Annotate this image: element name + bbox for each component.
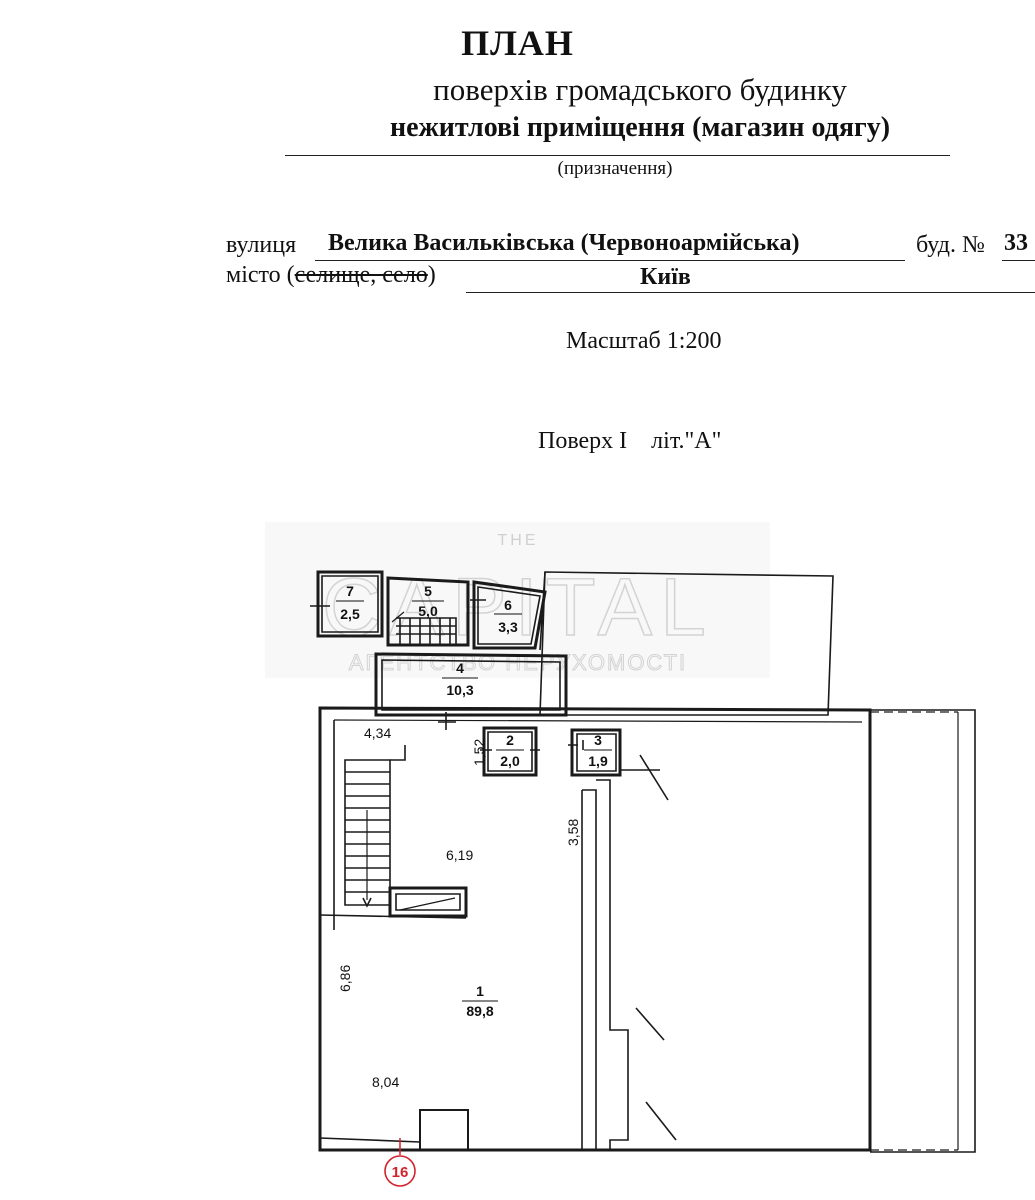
dim-619: 6,19 — [446, 847, 473, 863]
room-2-number: 2 — [506, 732, 514, 748]
scale-label: Масштаб 1:200 — [566, 328, 722, 354]
street-underline — [315, 260, 905, 261]
room-6-number: 6 — [504, 597, 512, 613]
marker-number: 16 — [392, 1164, 409, 1181]
purpose-underline — [285, 155, 950, 156]
street-label: вулиця — [226, 232, 297, 258]
purpose-note: (призначення) — [557, 158, 673, 179]
room-7-number: 7 — [346, 583, 354, 599]
room-6-area: 3,3 — [498, 619, 518, 635]
building-label: буд. № — [916, 232, 985, 258]
dimension-labels: 4,34 6,19 8,04 1,52 3,58 6,86 — [337, 725, 581, 1090]
city-value: Київ — [640, 264, 691, 290]
plan-subtitle: поверхів громадського будинку — [433, 72, 847, 107]
watermark: THE CAPITAL АГЕНТСТВО НЕРУХОМОСТІ — [265, 522, 770, 678]
walls — [310, 570, 976, 1153]
plan-title: ПЛАН — [461, 23, 574, 63]
room-3-number: 3 — [594, 732, 602, 748]
dim-434: 4,34 — [364, 725, 391, 741]
purpose-text: нежитлові приміщення (магазин одягу) — [389, 112, 891, 143]
annex-outline — [539, 571, 834, 716]
plan-marker: 16 — [384, 1138, 416, 1187]
room-1-number: 1 — [476, 983, 484, 999]
room-1-area: 89,8 — [466, 1003, 493, 1019]
room-4-area: 10,3 — [446, 682, 473, 698]
room-7-area: 2,5 — [340, 606, 360, 622]
room-5-number: 5 — [424, 583, 432, 599]
city-underline — [466, 292, 1035, 293]
dim-152: 1,52 — [471, 739, 487, 766]
building-underline — [1002, 260, 1035, 261]
room-5-area: 5,0 — [418, 603, 438, 619]
room-2-area: 2,0 — [500, 753, 520, 769]
watermark-main: CAPITAL — [322, 562, 714, 653]
city-label: місто (селище, село) — [226, 262, 436, 288]
building-number: 33 — [1004, 230, 1028, 256]
floor-plan: THE CAPITAL АГЕНТСТВО НЕРУХОМОСТІ — [265, 522, 976, 1187]
street-value: Велика Васильківська (Червоноармійська) — [328, 230, 800, 256]
watermark-top: THE — [498, 532, 539, 549]
floor-label: Поверх І літ."А" — [538, 428, 722, 454]
room-3-area: 1,9 — [588, 753, 608, 769]
dim-686: 6,86 — [337, 965, 353, 992]
room-4-number: 4 — [456, 660, 464, 676]
dim-804: 8,04 — [372, 1074, 399, 1090]
dim-358: 3,58 — [565, 819, 581, 846]
room-labels: 7 2,5 5 5,0 6 3,3 4 10,3 2 2,0 3 1,9 1 8… — [336, 583, 612, 1019]
